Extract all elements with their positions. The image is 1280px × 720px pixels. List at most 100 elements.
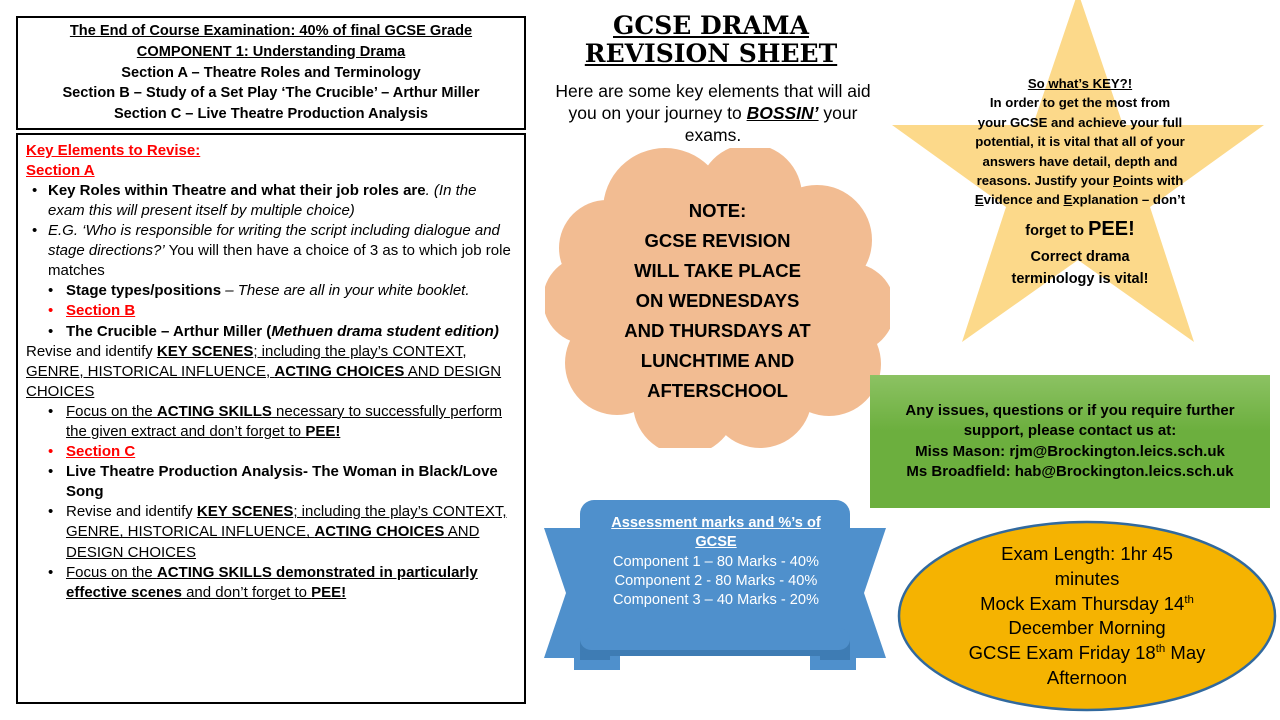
ribbon-row-1: Component 1 – 80 Marks - 40%: [612, 553, 820, 570]
flow-b-keyscenes: KEY SCENES: [156, 342, 254, 360]
exam-dates-line-3: Mock Exam Thursday 14th: [936, 592, 1238, 617]
cloud-line-1: NOTE:: [688, 200, 747, 222]
exam-dates-line-2: minutes: [1054, 567, 1120, 589]
cloud-line-4: ON WEDNESDAYS: [635, 290, 800, 312]
key-points-star: So what’s KEY?! In order to get the most…: [878, 0, 1278, 358]
exam-overview-line-2: COMPONENT 1: Understanding Drama: [136, 43, 406, 60]
intro-part-2: your exams.: [684, 103, 858, 146]
list-item: Stage types/positions – These are all in…: [26, 281, 516, 301]
contact-box: Any issues, questions or if you require …: [870, 375, 1270, 508]
flow-b-1: Revise and identify: [26, 342, 157, 360]
ellipse-shape-icon: [897, 520, 1277, 712]
bullet-a3-rest: – These are all in your white booklet.: [221, 282, 470, 300]
list-item: E.G. ‘Who is responsible for writing the…: [26, 221, 516, 281]
cloud-text-block: NOTE: GCSE REVISION WILL TAKE PLACE ON W…: [545, 148, 890, 448]
star-body-b: oints with: [1121, 173, 1184, 189]
exam-overview-line-3: Section A – Theatre Roles and Terminolog…: [121, 64, 421, 81]
flow-b-2: ; including the play’s: [253, 342, 393, 360]
bullet-c2-keyscenes: KEY SCENES: [196, 503, 294, 521]
intro-emphasis: BOSSIN’: [746, 103, 819, 124]
exam-dates-line-4: December Morning: [1008, 617, 1166, 639]
star-e-letter: E: [974, 192, 984, 208]
exam-dates-line-5-post: May: [1165, 642, 1206, 664]
bullet-c2-acting: ACTING CHOICES: [314, 523, 445, 541]
list-item: Focus on the ACTING SKILLS necessary to …: [26, 402, 516, 442]
exam-dates-line-5-pre: GCSE Exam Friday 18: [968, 642, 1156, 664]
cloud-line-7: AFTERSCHOOL: [647, 379, 788, 401]
intro-text: Here are some key elements that will aid…: [548, 80, 878, 146]
exam-dates-ellipse: Exam Length: 1hr 45 minutes Mock Exam Th…: [896, 518, 1278, 714]
star-pee-line: forget to PEE!: [974, 214, 1186, 245]
section-a-list: Key Roles within Theatre and what their …: [26, 181, 516, 342]
list-item: Focus on the ACTING SKILLS demonstrated …: [26, 563, 516, 603]
star-pee-pre: forget to: [1025, 222, 1089, 239]
exam-dates-text-block: Exam Length: 1hr 45 minutes Mock Exam Th…: [936, 542, 1238, 691]
list-item-section-c: Section C: [26, 442, 516, 462]
ribbon-row-3: Component 3 – 40 Marks - 20%: [612, 592, 820, 608]
cloud-line-5: AND THURSDAYS AT: [624, 319, 811, 341]
star-closer-line-2: terminology is vital!: [1011, 270, 1149, 287]
contact-line-4-ms-broadfield: Ms Broadfield: hab@Brockington.leics.sch…: [906, 462, 1234, 480]
list-item: Revise and identify KEY SCENES; includin…: [26, 502, 516, 562]
flow-b-3: AND DESIGN CHOICES: [26, 362, 502, 400]
page-title-line-2: REVISION SHEET: [584, 39, 838, 69]
star-shape-icon: [892, 0, 1264, 342]
section-c-heading: Section C: [66, 443, 136, 461]
bullet-a2-rest: You will then have a choice of 3 as to w…: [48, 242, 511, 280]
contact-line-3-miss-mason: Miss Mason: rjm@Brockington.leics.sch.uk: [915, 442, 1225, 460]
bullet-a1-bold: Key Roles within Theatre and what their …: [48, 181, 426, 199]
page-title: GCSE DRAMA REVISION SHEET: [546, 11, 876, 69]
assessment-ribbon: Assessment marks and %’s of GCSE Compone…: [540, 488, 890, 688]
cloud-shape-icon: [545, 148, 890, 448]
cloud-line-6: LUNCHTIME AND: [640, 349, 795, 371]
bullet-b2-pee: PEE!: [305, 423, 341, 440]
star-e-letter-2: E: [1063, 192, 1073, 208]
list-item: The Crucible – Arthur Miller (Methuen dr…: [26, 322, 516, 342]
bullet-c2-context: CONTEXT, GENRE, HISTORICAL INFLUENCE,: [66, 503, 507, 541]
bullet-b1-bold: The Crucible – Arthur Miller (: [66, 322, 272, 340]
star-p-letter: P: [1112, 173, 1122, 189]
bullet-c3-bold: ACTING SKILLS demonstrated in particular…: [66, 563, 478, 601]
exam-dates-line-1: Exam Length: 1hr 45: [1001, 543, 1173, 564]
bullet-c3-pee: PEE!: [311, 583, 347, 601]
page-title-line-1: GCSE DRAMA: [613, 11, 809, 40]
exam-overview-box: The End of Course Examination: 40% of fi…: [16, 16, 526, 130]
star-text-block: So what’s KEY?! In order to get the most…: [974, 74, 1186, 289]
exam-dates-line-3-sup: th: [1184, 593, 1194, 606]
exam-dates-line-3-pre: Mock Exam Thursday 14: [980, 592, 1185, 614]
section-b-flow-text: Revise and identify KEY SCENES; includin…: [26, 342, 516, 402]
exam-overview-line-4: Section B – Study of a Set Play ‘The Cru…: [62, 85, 480, 102]
ribbon-heading-line-2: GCSE: [695, 534, 737, 551]
star-body: In order to get the most from your GCSE …: [974, 93, 1186, 209]
flow-b-acting: ACTING CHOICES: [274, 362, 405, 380]
bullet-c2-2: ; including the play’s: [293, 503, 433, 521]
star-body-a: In order to get the most from your GCSE …: [975, 95, 1185, 189]
contact-line-2: support, please contact us at:: [963, 422, 1177, 440]
section-b-list: Focus on the ACTING SKILLS necessary to …: [26, 402, 516, 603]
ribbon-text-block: Assessment marks and %’s of GCSE Compone…: [590, 514, 842, 610]
star-body-d: xplanation – don’t: [1072, 192, 1186, 208]
ribbon-heading-line-1: Assessment marks and %’s of: [611, 515, 821, 531]
note-cloud: NOTE: GCSE REVISION WILL TAKE PLACE ON W…: [545, 148, 890, 448]
star-closer-line-1: Correct drama: [1030, 248, 1130, 265]
flow-b-context: CONTEXT, GENRE, HISTORICAL INFLUENCE,: [26, 342, 467, 380]
ribbon-row-2: Component 2 - 80 Marks - 40%: [614, 572, 818, 589]
bullet-c3-2: and don’t forget to: [181, 583, 312, 601]
list-item: Live Theatre Production Analysis- The Wo…: [26, 462, 516, 502]
ribbon-shape-icon: [544, 500, 886, 670]
list-item: Key Roles within Theatre and what their …: [26, 181, 516, 221]
exam-dates-line-6: Afternoon: [1046, 666, 1128, 688]
bullet-c3-1: Focus on the: [66, 563, 157, 581]
bullet-b2-2: necessary to successfully perform the gi…: [66, 402, 502, 440]
list-item-section-b: Section B: [26, 301, 516, 321]
exam-overview-line-1: The End of Course Examination: 40% of fi…: [69, 23, 473, 40]
bullet-c2-3: AND DESIGN CHOICES: [66, 523, 480, 561]
bullet-b2-1: Focus on the: [66, 402, 157, 420]
bullet-b2-acting: ACTING SKILLS: [156, 402, 272, 420]
bullet-c2-1: Revise and identify: [66, 503, 197, 521]
key-elements-heading: Key Elements to Revise:: [26, 142, 201, 159]
bullet-a1-rest: . (In the exam this will present itself …: [48, 181, 477, 219]
cloud-line-2: GCSE REVISION: [644, 230, 791, 252]
star-heading: So what’s KEY?!: [1027, 76, 1133, 91]
bullet-c1: Live Theatre Production Analysis- The Wo…: [66, 463, 498, 501]
